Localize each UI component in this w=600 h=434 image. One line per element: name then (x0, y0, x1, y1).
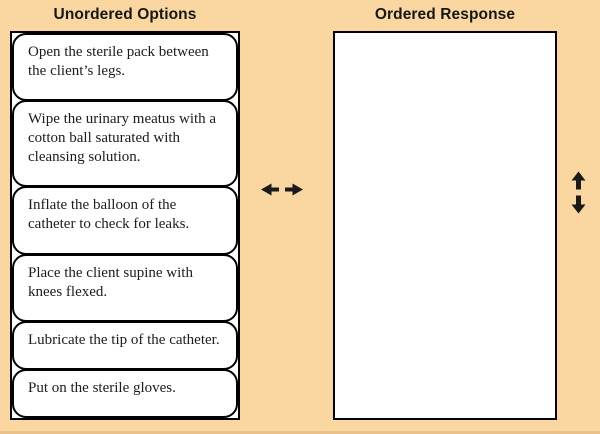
option-card[interactable]: Inflate the balloon of the catheter to c… (12, 186, 238, 255)
option-card[interactable]: Open the sterile pack between the client… (12, 33, 238, 102)
option-card[interactable]: Lubricate the tip of the catheter. (12, 320, 238, 370)
unordered-options-panel: Open the sterile pack between the client… (10, 31, 240, 420)
move-horizontal-icon (260, 182, 304, 197)
option-card[interactable]: Wipe the urinary meatus with a cotton ba… (12, 100, 238, 188)
ordered-response-dropzone[interactable] (333, 31, 557, 420)
move-vertical-icon (570, 171, 587, 214)
option-card[interactable]: Put on the sterile gloves. (12, 368, 238, 418)
ordered-response-title: Ordered Response (374, 6, 516, 23)
unordered-options-title: Unordered Options (53, 6, 197, 23)
bottom-edge-divider (0, 431, 600, 434)
option-card[interactable]: Place the client supine with knees flexe… (12, 253, 238, 322)
